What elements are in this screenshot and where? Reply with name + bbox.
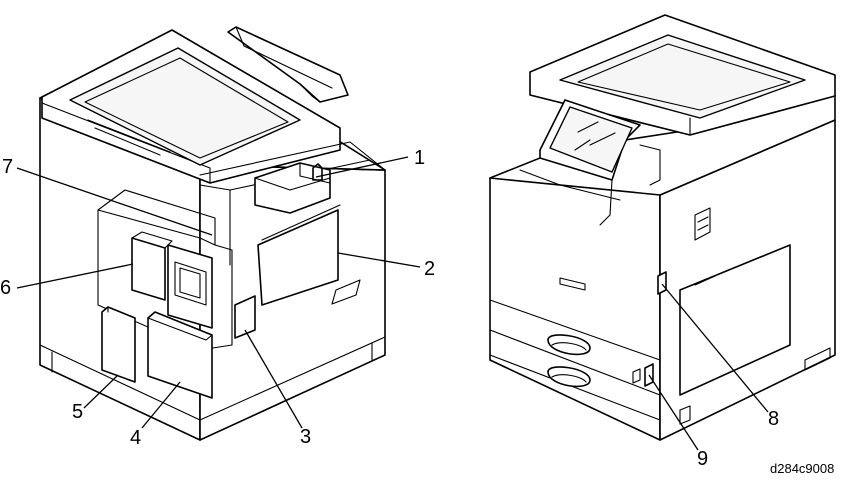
leader-2 — [337, 252, 421, 268]
right-machine-front — [489, 164, 661, 441]
callout-labels: 1 2 3 4 5 6 7 8 9 — [0, 147, 779, 470]
callout-4: 4 — [130, 427, 141, 449]
leader-6 — [16, 263, 134, 289]
leader-8 — [661, 283, 769, 413]
left-inner-unit — [167, 244, 213, 329]
callout-3: 3 — [300, 426, 311, 448]
left-scanner-glass — [69, 47, 301, 166]
callout-6: 6 — [0, 277, 11, 299]
right-side-door — [679, 244, 791, 396]
leader-4 — [141, 381, 181, 429]
callout-1: 1 — [414, 147, 425, 169]
left-panel-6 — [131, 237, 166, 301]
callout-9: 9 — [697, 448, 708, 470]
right-tray-2 — [489, 329, 661, 396]
right-tray-handle-2 — [547, 366, 591, 388]
right-touchscreen — [549, 106, 633, 173]
callout-7: 7 — [2, 156, 13, 178]
left-panel-4 — [147, 311, 213, 399]
left-side-panel — [257, 209, 339, 306]
left-latch — [312, 163, 323, 181]
callout-2: 2 — [424, 258, 435, 280]
right-machine — [489, 14, 836, 441]
left-machine — [39, 26, 386, 441]
leader-9 — [648, 374, 699, 451]
leader-5 — [83, 374, 119, 409]
left-machine-base — [39, 336, 386, 421]
left-part-3 — [234, 295, 256, 339]
leader-lines — [16, 156, 769, 451]
right-tray-1 — [489, 299, 661, 361]
left-panel-5 — [101, 306, 136, 383]
callout-5: 5 — [72, 401, 83, 423]
leader-7 — [16, 167, 213, 236]
callout-8: 8 — [768, 408, 779, 430]
right-front-handle — [559, 277, 586, 291]
right-side-vent — [694, 207, 711, 241]
leader-3 — [244, 329, 303, 429]
right-tray-handle-1 — [547, 334, 591, 356]
right-connector-8 — [657, 271, 667, 295]
leader-1 — [315, 156, 409, 178]
right-scanner-glass — [559, 34, 806, 119]
figure-id: d284c9008 — [770, 461, 834, 476]
